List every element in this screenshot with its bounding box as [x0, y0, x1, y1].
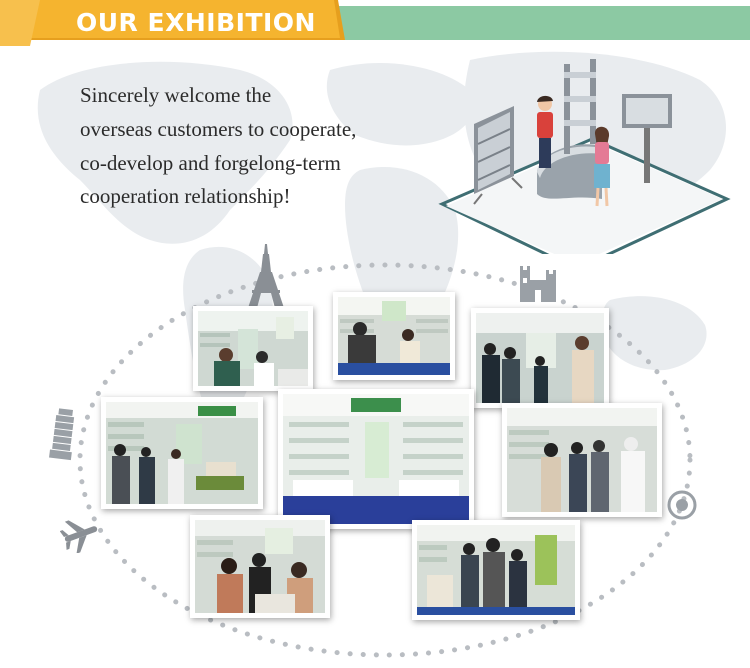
booth-photo-bottom-left	[190, 515, 330, 618]
leaning-tower-icon	[49, 408, 75, 461]
booth-photo-top-right	[471, 308, 609, 408]
header-tab	[0, 0, 345, 46]
intro-line: Sincerely welcome the	[80, 83, 272, 107]
airplane-icon	[60, 520, 98, 553]
page-title: OUR EXHIBITION	[76, 8, 316, 37]
booth-photo-bottom-right	[412, 520, 580, 620]
booth-photo-center	[278, 389, 474, 529]
booth-photo-mid-right	[502, 403, 662, 517]
booth-illustration	[438, 59, 731, 254]
castle-icon	[520, 266, 556, 302]
booth-photo-top-left	[193, 306, 313, 391]
intro-text: Sincerely welcome the overseas customers…	[80, 80, 440, 215]
booth-photo-top-center	[333, 292, 455, 380]
booth-photo-mid-left	[101, 397, 263, 509]
intro-line: cooperation relationship!	[80, 184, 291, 209]
eiffel-tower-icon	[248, 244, 284, 308]
target-icon	[667, 490, 697, 520]
intro-line: co-develop and forgelong-term	[80, 150, 341, 175]
intro-line: overseas customers to cooperate,	[80, 116, 357, 141]
